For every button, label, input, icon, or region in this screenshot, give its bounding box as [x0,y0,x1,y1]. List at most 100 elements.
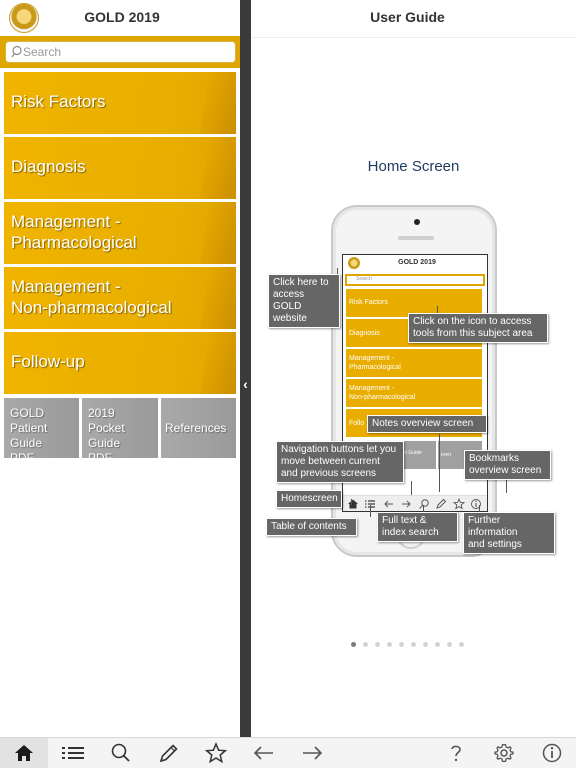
callout-connector [351,499,352,505]
tile-management-pharmacological[interactable]: Management - Pharmacological [4,202,236,264]
mini-toolbar [343,495,487,511]
camera-icon [414,219,420,225]
page-indicator[interactable] [351,642,471,650]
bottom-toolbar [0,737,576,768]
help-icon [451,745,461,762]
callout-homescreen: Homescreen [276,490,342,508]
tile-follow-up[interactable]: Follow-up [4,332,236,394]
callout-full-text-search: Full text & index search [377,512,458,542]
page-dot[interactable] [363,642,368,647]
callout-notes: Notes overview screen [367,415,487,433]
header-divider [251,37,576,38]
callout-table-of-contents: Table of contents [266,518,357,536]
collapse-chevron-icon[interactable]: ‹ [243,376,248,392]
speaker-icon [398,236,434,240]
gold-logo-icon[interactable] [9,3,39,33]
mini-search: Search [345,274,485,286]
left-header: GOLD 2019 [0,0,240,36]
tile-risk-factors[interactable]: Risk Factors [4,72,236,134]
app-title: GOLD 2019 [84,9,160,25]
mini-tile-label: Diagnosis [349,330,380,337]
callout-connector [439,434,440,492]
tile-pocket-guide-pdf[interactable]: 2019 Pocket Guide PDF [82,398,158,458]
mini-tile-label: Management - Pharmacological [349,355,401,371]
mini-title: GOLD 2019 [398,259,436,266]
page-dot[interactable] [447,642,452,647]
mini-list-icon [365,500,375,508]
table-of-contents-button[interactable] [61,742,85,764]
arrow-left-icon [253,746,273,760]
notes-button[interactable] [157,742,181,764]
mini-search-icon [419,499,429,509]
tile-label: Follow-up [11,352,85,371]
home-button[interactable] [12,742,36,764]
mini-star-icon [453,498,465,510]
mini-tile-label: Risk Factors [349,299,388,306]
search-input[interactable] [23,44,228,60]
mini-home-icon [348,499,358,509]
info-icon [542,743,562,763]
help-button[interactable] [444,742,468,764]
page-title: User Guide [370,9,445,25]
callout-connector [411,481,412,495]
search-icon [11,45,22,58]
mini-arrow-left-icon [384,500,393,508]
panel-divider[interactable] [240,0,251,737]
callout-connector [479,505,480,514]
tile-label: Management - Pharmacological [11,212,137,252]
tile-label: Management - Non-pharmacological [11,277,172,317]
home-icon [15,745,33,761]
page-dot[interactable] [459,642,464,647]
phone-illustration: GOLD 2019 Search Risk Factors Diagnosis … [331,205,497,557]
mini-tile: Management - Pharmacological [346,349,482,377]
list-icon [62,747,84,759]
tile-label: 2019 Pocket Guide PDF [88,406,125,458]
info-button[interactable] [540,742,564,764]
mini-header: GOLD 2019 [343,255,487,273]
callout-navigation: Navigation buttons let you move between … [276,441,404,483]
mini-arrow-right-icon [402,500,411,508]
search-box[interactable] [5,41,236,63]
page-dot[interactable] [411,642,416,647]
callout-connector [370,505,371,517]
page-dot[interactable] [351,642,356,647]
arrow-right-icon [303,746,323,760]
page-dot[interactable] [375,642,380,647]
search-button[interactable] [108,742,132,764]
settings-button[interactable] [492,742,516,764]
tile-references[interactable]: References [161,398,236,458]
bookmarks-button[interactable] [204,742,228,764]
tile-management-non-pharmacological[interactable]: Management - Non-pharmacological [4,267,236,329]
right-panel: User Guide Home Screen GOLD 2019 Search … [251,0,576,737]
callout-website: Click here to access GOLD website [268,274,340,328]
callout-tools: Click on the icon to access tools from t… [408,313,548,343]
page-dot[interactable] [435,642,440,647]
mini-tile: Risk Factors [346,289,482,317]
mini-pencil-icon [436,498,447,509]
back-button[interactable] [252,742,276,764]
tile-label: Risk Factors [11,92,106,111]
left-panel: GOLD 2019 Risk Factors Diagnosis Managem… [0,0,240,737]
callout-connector [437,306,438,314]
callout-further-info: Further information and settings [463,512,555,554]
mini-tile-label: Management - Non-pharmacological [349,385,416,401]
mini-logo-icon [348,257,360,269]
mini-tile-label: Follo [349,420,365,427]
tile-patient-guide-pdf[interactable]: GOLD Patient Guide PDF [4,398,79,458]
tile-label: GOLD Patient Guide PDF [10,406,48,458]
mini-tile: Management - Non-pharmacological [346,379,482,407]
forward-button[interactable] [300,742,324,764]
page-dot[interactable] [423,642,428,647]
mini-info-icon [471,499,481,509]
search-icon [111,743,130,762]
section-title: Home Screen [367,158,460,175]
pencil-icon [159,744,178,763]
gear-icon [494,743,514,763]
page-dot[interactable] [387,642,392,647]
callout-connector [506,477,507,493]
star-icon [204,742,228,764]
tile-label: References [165,421,227,435]
page-dot[interactable] [399,642,404,647]
mini-search-placeholder: Search [356,276,372,282]
tile-diagnosis[interactable]: Diagnosis [4,137,236,199]
